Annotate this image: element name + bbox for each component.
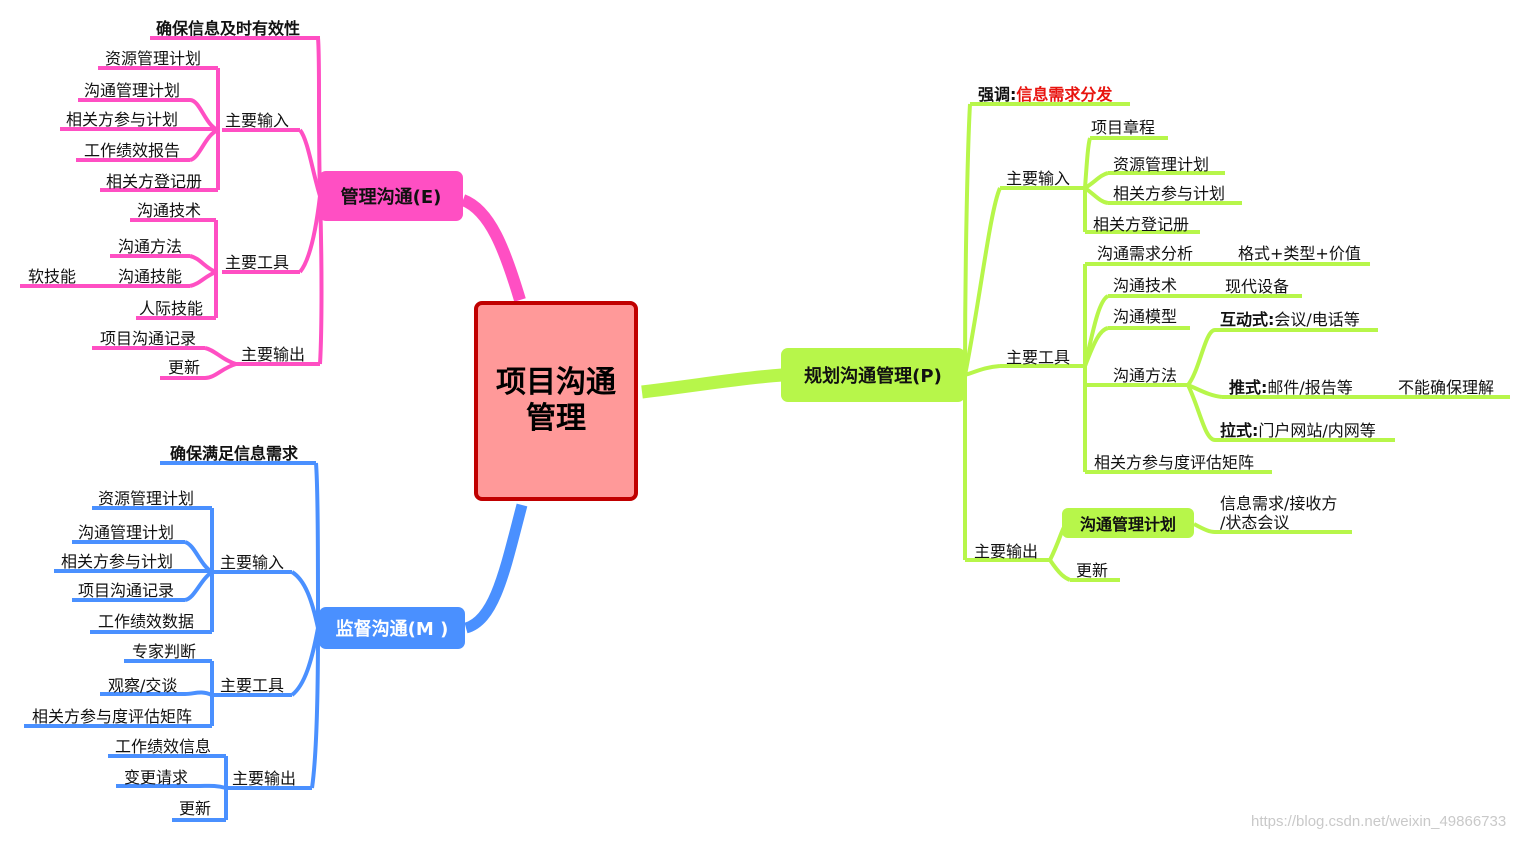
plan-method-push-note[interactable]: 不能确保理解 xyxy=(1398,378,1495,397)
plan-tool-analysis[interactable]: 沟通需求分析 xyxy=(1097,244,1194,263)
monitor-links xyxy=(24,461,320,822)
plan-tool-tech[interactable]: 沟通技术 xyxy=(1113,276,1178,295)
manage-tool-item[interactable]: 沟通方法 xyxy=(118,237,183,256)
monitor-input-item[interactable]: 工作绩效数据 xyxy=(98,612,195,631)
manage-input-item[interactable]: 沟通管理计划 xyxy=(84,81,181,100)
plan-method-interactive[interactable]: 互动式:会议/电话等 xyxy=(1220,311,1360,329)
monitor-tool-item[interactable]: 相关方参与度评估矩阵 xyxy=(32,707,193,726)
plan-input-item[interactable]: 资源管理计划 xyxy=(1113,155,1210,174)
monitor-output-item[interactable]: 变更请求 xyxy=(124,768,189,787)
manage-outputs-label[interactable]: 主要输出 xyxy=(241,345,306,364)
monitor-output-item[interactable]: 工作绩效信息 xyxy=(115,737,212,756)
plan-emphasis[interactable]: 强调:信息需求分发 xyxy=(978,86,1112,104)
manage-tool-item[interactable]: 人际技能 xyxy=(139,299,204,318)
manage-input-item[interactable]: 资源管理计划 xyxy=(105,49,202,68)
monitor-tool-item[interactable]: 专家判断 xyxy=(132,642,197,661)
monitor-output-item[interactable]: 更新 xyxy=(179,799,212,818)
center-title-line1: 项目沟通 xyxy=(496,365,616,400)
monitor-input-item[interactable]: 资源管理计划 xyxy=(98,489,195,508)
push-label: 推式: xyxy=(1229,378,1268,397)
plan-method-push[interactable]: 推式:邮件/报告等 xyxy=(1229,379,1353,397)
plan-input-item[interactable]: 相关方登记册 xyxy=(1093,215,1190,234)
manage-input-item[interactable]: 相关方参与计划 xyxy=(66,110,179,129)
manage-ensure[interactable]: 确保信息及时有效性 xyxy=(156,19,301,38)
plan-outputs-label[interactable]: 主要输出 xyxy=(974,542,1039,561)
plan-output-update[interactable]: 更新 xyxy=(1076,561,1109,580)
plan-tools-label[interactable]: 主要工具 xyxy=(1006,348,1071,367)
branch-manage-communication[interactable]: 管理沟通(E) xyxy=(319,171,463,221)
manage-links xyxy=(20,36,324,380)
pull-detail: 门户网站/内网等 xyxy=(1258,421,1376,440)
center-topic[interactable]: 项目沟通 管理 xyxy=(474,301,638,501)
plan-emphasis-prefix: 强调: xyxy=(978,85,1017,104)
plan-inputs-label[interactable]: 主要输入 xyxy=(1006,169,1071,188)
monitor-tools-label[interactable]: 主要工具 xyxy=(220,676,285,695)
manage-input-item[interactable]: 相关方登记册 xyxy=(106,172,203,191)
manage-input-item[interactable]: 工作绩效报告 xyxy=(84,141,181,160)
interactive-label: 互动式: xyxy=(1220,310,1275,329)
link-center-plan xyxy=(641,368,783,399)
branch-monitor-communication[interactable]: 监督沟通(M ) xyxy=(319,607,465,649)
center-title-line2: 管理 xyxy=(526,401,586,436)
plan-input-item[interactable]: 相关方参与计划 xyxy=(1113,184,1226,203)
link-center-monitor xyxy=(464,503,528,634)
monitor-input-item[interactable]: 沟通管理计划 xyxy=(78,523,175,542)
manage-tools-label[interactable]: 主要工具 xyxy=(225,253,290,272)
plan-tool-tech-detail[interactable]: 现代设备 xyxy=(1225,277,1290,296)
watermark: https://blog.csdn.net/weixin_49866733 xyxy=(1251,813,1507,830)
manage-tool-item[interactable]: 沟通技能 xyxy=(118,267,183,286)
manage-inputs-label[interactable]: 主要输入 xyxy=(225,111,290,130)
plan-method-pull[interactable]: 拉式:门户网站/内网等 xyxy=(1220,422,1376,440)
manage-tool-item[interactable]: 沟通技术 xyxy=(137,201,202,220)
monitor-tool-item[interactable]: 观察/交谈 xyxy=(108,676,178,695)
plan-tool-analysis-detail[interactable]: 格式+类型+价值 xyxy=(1238,244,1361,263)
plan-links xyxy=(962,102,1510,582)
plan-input-item[interactable]: 项目章程 xyxy=(1091,118,1156,137)
manage-output-item[interactable]: 项目沟通记录 xyxy=(100,329,197,348)
push-detail: 邮件/报告等 xyxy=(1267,378,1353,397)
pull-label: 拉式: xyxy=(1220,421,1259,440)
manage-output-item[interactable]: 更新 xyxy=(168,358,201,377)
monitor-outputs-label[interactable]: 主要输出 xyxy=(232,769,297,788)
link-center-manage xyxy=(460,194,526,302)
monitor-inputs-label[interactable]: 主要输入 xyxy=(220,553,285,572)
monitor-ensure[interactable]: 确保满足信息需求 xyxy=(170,444,299,463)
manage-soft-skill[interactable]: 软技能 xyxy=(28,267,77,286)
plan-tool-matrix[interactable]: 相关方参与度评估矩阵 xyxy=(1094,453,1255,472)
plan-tool-method[interactable]: 沟通方法 xyxy=(1113,366,1178,385)
plan-output-communication-plan[interactable]: 沟通管理计划 xyxy=(1062,508,1194,538)
plan-emphasis-text: 信息需求分发 xyxy=(1016,85,1113,104)
monitor-input-item[interactable]: 项目沟通记录 xyxy=(78,581,175,600)
monitor-input-item[interactable]: 相关方参与计划 xyxy=(61,552,174,571)
plan-output-detail-line1[interactable]: 信息需求/接收方 xyxy=(1220,494,1338,513)
plan-tool-model[interactable]: 沟通模型 xyxy=(1113,307,1178,326)
plan-output-detail-line2[interactable]: /状态会议 xyxy=(1220,513,1290,532)
branch-plan-communication[interactable]: 规划沟通管理(P) xyxy=(781,348,965,402)
interactive-detail: 会议/电话等 xyxy=(1274,310,1360,329)
